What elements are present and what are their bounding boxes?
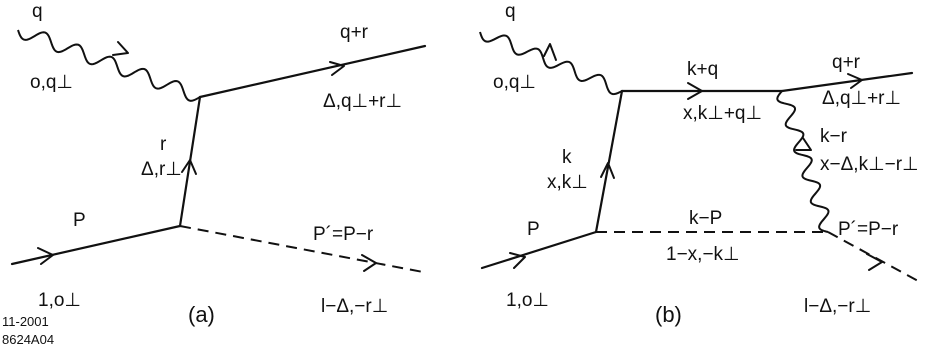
- photon-kinematics-label-a: o,q⊥: [30, 72, 73, 93]
- photon-line-a: [17, 29, 201, 102]
- final-kinematics-label-b: l−Δ,−r⊥: [804, 296, 871, 317]
- incoming-kinematics-label-b: 1,o⊥: [506, 290, 549, 311]
- spectator-line-a: [179, 225, 424, 273]
- gluon-momentum-label-b: k−r: [820, 126, 848, 147]
- arrow-icon: [181, 159, 197, 175]
- spectator-momentum-label-b: k−P: [689, 208, 722, 229]
- spectator-kinematics-label-b: 1−x,−k⊥: [666, 244, 740, 265]
- outgoing-kinematics-label-b: Δ,q⊥+r⊥: [822, 88, 901, 109]
- left-kinematics-label-b: x,k⊥: [547, 172, 588, 193]
- diagram-a: q o,q⊥ q+r Δ,q⊥+r⊥ r Δ,r⊥ P 1,o⊥ P´=P−r …: [10, 1, 427, 327]
- incoming-proton-line-a: [10, 224, 182, 266]
- photon-line-b: [479, 31, 623, 96]
- outgoing-quark-line-a: [198, 44, 427, 99]
- footer-code: 8624A04: [2, 332, 54, 347]
- exchange-momentum-label-a: r: [160, 134, 167, 155]
- caption-a: (a): [188, 302, 215, 327]
- caption-b: (b): [655, 302, 682, 327]
- arrow-icon: [509, 252, 526, 269]
- arrow-icon: [687, 82, 703, 100]
- arrow-icon: [847, 73, 863, 89]
- quark-kinematics-label-b: x,k⊥+q⊥: [683, 103, 762, 124]
- arrow-icon: [329, 61, 345, 76]
- gluon-kinematics-label-b: x−Δ,k⊥−r⊥: [820, 154, 919, 175]
- arrow-icon: [795, 137, 812, 151]
- incoming-momentum-label-b: P: [527, 219, 540, 240]
- incoming-proton-line-b: [480, 230, 598, 270]
- spectator-momentum-label-a: P´=P−r: [313, 224, 374, 245]
- outgoing-momentum-label-a: q+r: [340, 22, 369, 43]
- left-quark-line-b: [594, 89, 624, 234]
- diagram-b: q o,q⊥ k+q x,k⊥+q⊥ q+r Δ,q⊥+r⊥ k−r x−Δ,k…: [479, 1, 921, 327]
- arrow-icon: [112, 41, 129, 56]
- incoming-kinematics-label-a: 1,o⊥: [38, 290, 81, 311]
- footer-date: 11-2001: [2, 314, 49, 329]
- arrow-icon: [543, 43, 557, 61]
- final-momentum-label-b: P´=P−r: [838, 219, 899, 240]
- exchange-kinematics-label-a: Δ,r⊥: [141, 159, 182, 180]
- arrow-icon: [600, 162, 615, 179]
- left-momentum-label-b: k: [562, 147, 572, 168]
- incoming-momentum-label-a: P: [73, 210, 86, 231]
- quark-momentum-label-b: k+q: [687, 59, 718, 80]
- outgoing-kinematics-label-a: Δ,q⊥+r⊥: [323, 91, 402, 112]
- photon-momentum-label-b: q: [505, 1, 516, 22]
- arrow-icon: [866, 253, 883, 271]
- outgoing-momentum-label-b: q+r: [832, 52, 861, 73]
- spectator-kinematics-label-a: l−Δ,−r⊥: [321, 296, 388, 317]
- arrow-icon: [37, 247, 54, 265]
- photon-momentum-label-a: q: [32, 1, 43, 22]
- gluon-line-b: [776, 90, 830, 233]
- outgoing-quark-line-b: [780, 71, 914, 93]
- photon-kinematics-label-b: o,q⊥: [493, 72, 536, 93]
- arrow-icon: [361, 254, 377, 272]
